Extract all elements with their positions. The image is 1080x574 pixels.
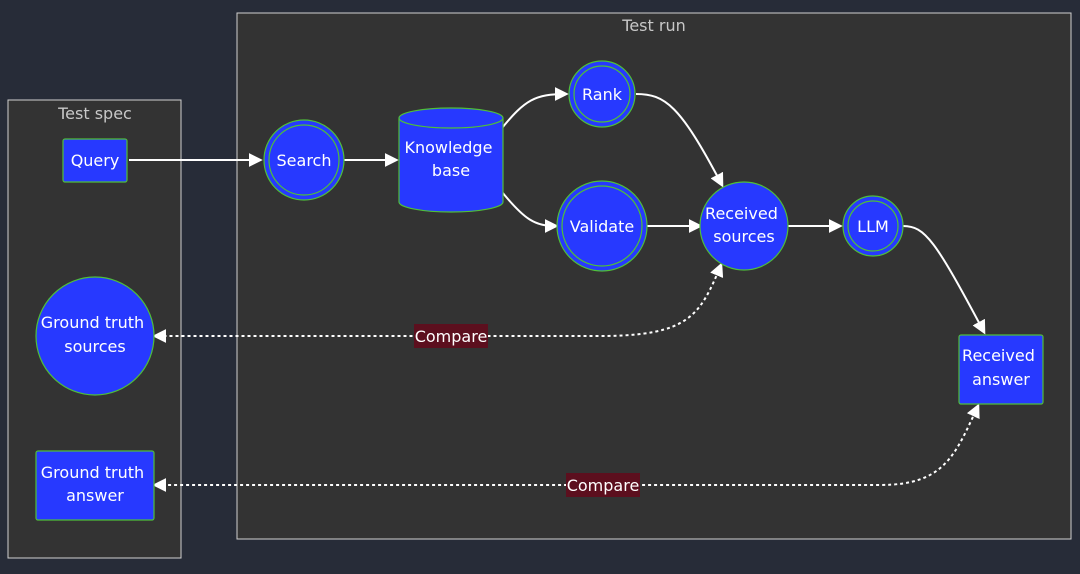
node-rank-label: Rank [582,85,623,104]
edge-label-compare-answer: Compare [566,473,640,497]
node-ground-truth-answer: Ground truth answer [35,450,155,521]
node-received-answer: Received answer [958,334,1044,405]
subgraph-test-run: Test run [236,12,1072,540]
node-ground-truth-sources: Ground truth sources [35,276,155,396]
svg-text:Ground truth answer: Ground truth answer [41,463,149,505]
subgraph-test-run-title: Test run [621,16,685,35]
node-query: Query [62,138,128,183]
node-search: Search [263,119,345,201]
node-ground-truth-answer-label-line1: Ground truth [41,463,144,482]
node-received-sources: Received sources [699,181,789,271]
node-llm-label: LLM [857,217,889,236]
node-received-sources-label-line1: Received [705,204,778,223]
subgraph-test-spec-title: Test spec [57,104,132,123]
edge-compare-sources [152,262,724,343]
node-knowledge-base: Knowledge base [398,107,504,213]
node-validate-label: Validate [570,217,634,236]
edge-llm-received-answer [902,225,986,335]
node-validate: Validate [556,180,648,272]
node-received-sources-label-line2: sources [713,227,774,246]
svg-text:Ground truth sources: Ground truth sources [41,313,149,356]
edge-label-compare-sources-text: Compare [415,327,488,346]
edge-label-compare-answer-text: Compare [567,476,640,495]
node-received-answer-label-line2: answer [972,370,1030,389]
edge-compare-answer [152,403,980,492]
svg-text:Received answer: Received answer [962,346,1040,389]
node-search-label: Search [277,151,332,170]
node-ground-truth-sources-label-line1: Ground truth [41,313,144,332]
node-ground-truth-sources-label-line2: sources [64,337,125,356]
edge-label-compare-sources: Compare [414,324,488,348]
node-query-label: Query [71,151,120,170]
node-knowledge-base-label-line1: Knowledge [404,138,492,157]
svg-text:Knowledge base: Knowledge base [404,138,497,180]
edge-knowledge-base-rank [501,87,569,129]
edge-rank-received-sources [635,93,724,188]
node-llm: LLM [842,195,904,257]
node-received-answer-label-line1: Received [962,346,1035,365]
node-knowledge-base-label-line2: base [432,161,470,180]
node-rank: Rank [568,60,636,128]
svg-text:Received sources: Received sources [705,204,783,246]
node-ground-truth-answer-label-line2: answer [66,486,124,505]
edges [129,87,986,492]
edge-knowledge-base-validate [501,191,559,233]
